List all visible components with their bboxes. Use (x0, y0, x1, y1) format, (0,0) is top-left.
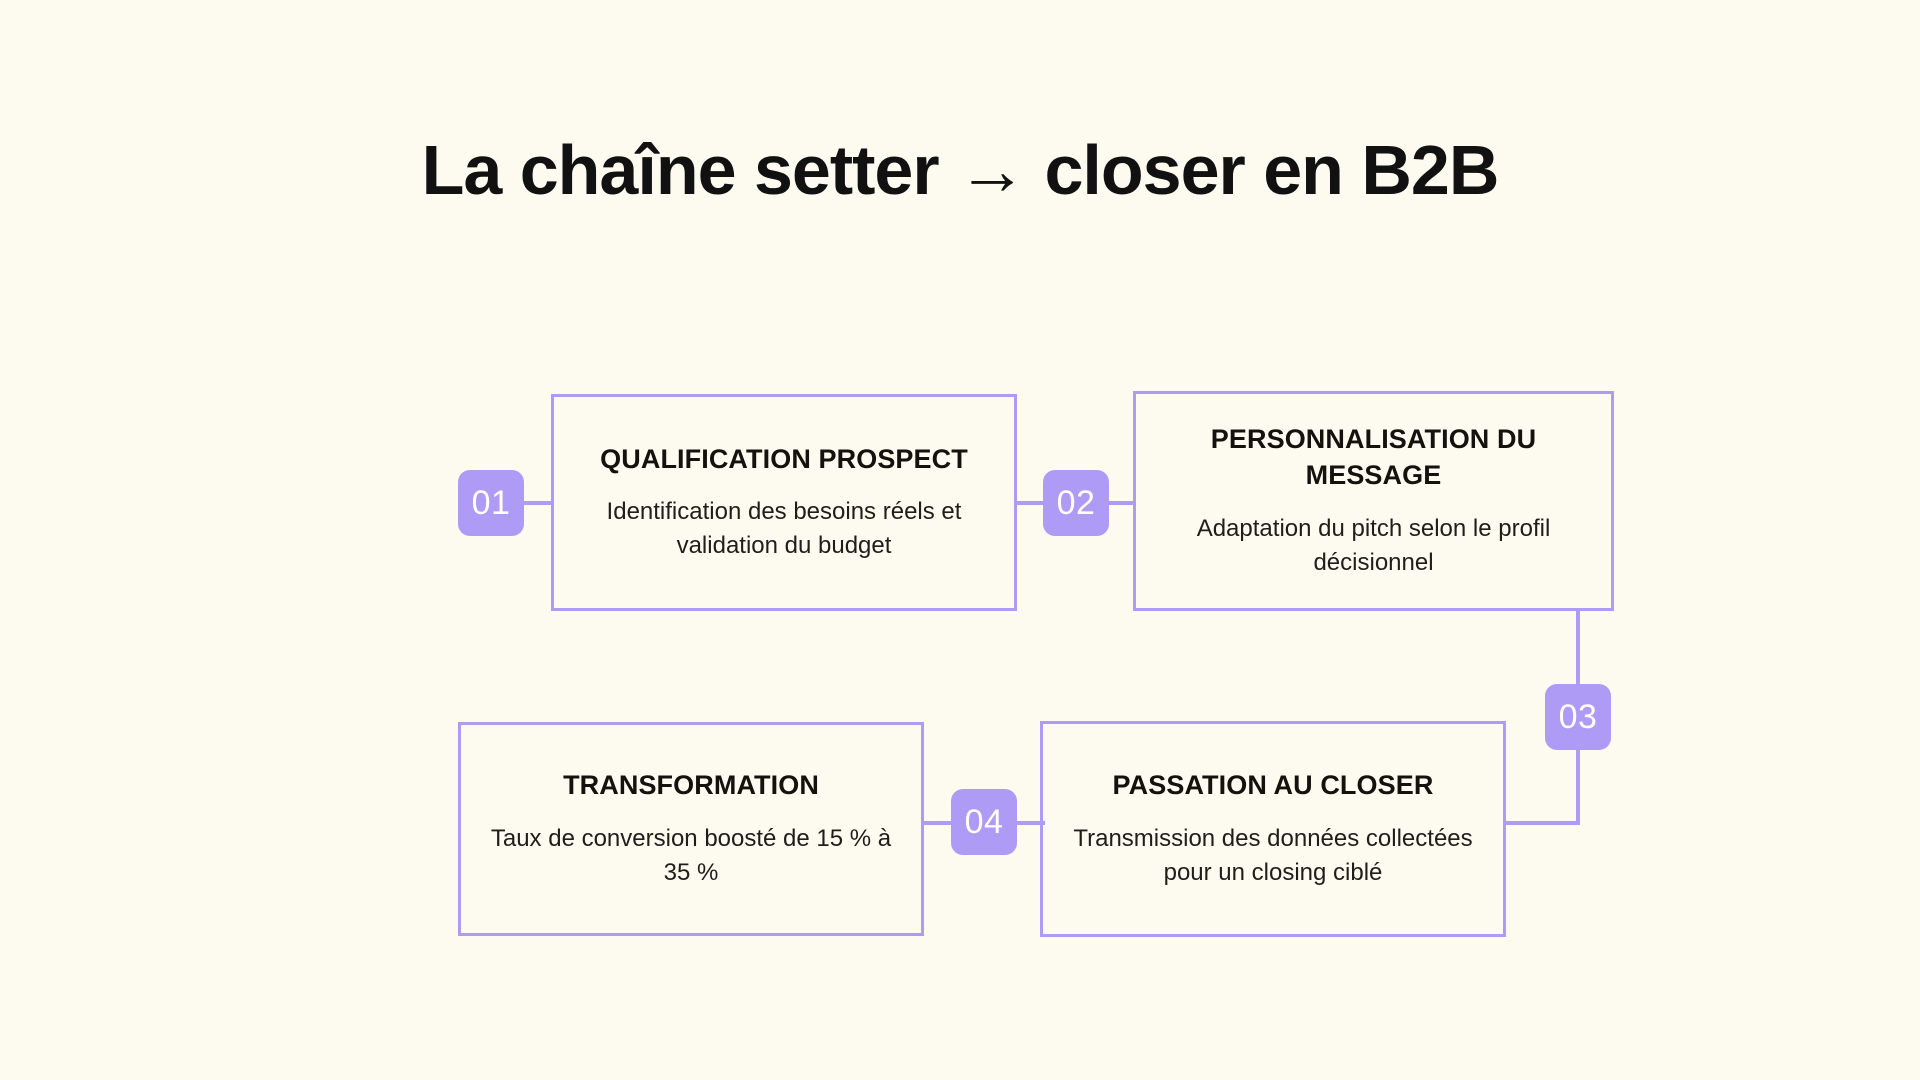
step-card-personnalisation-du-message[interactable]: PERSONNALISATION DU MESSAGE Adaptation d… (1133, 391, 1614, 611)
step-number-badge-03: 03 (1545, 684, 1611, 750)
connector-step2-to-badge03 (1576, 609, 1580, 686)
connector-badge02-to-step2 (1107, 501, 1135, 505)
step-description: Identification des besoins réels et vali… (606, 498, 962, 560)
connector-step1-to-badge02 (1014, 501, 1045, 505)
page-title: La chaîne setter → closer en B2B (421, 130, 1500, 209)
step-number-badge-04: 04 (951, 789, 1017, 855)
step-title: PERSONNALISATION DU MESSAGE (1210, 424, 1537, 490)
connector-badge03-down (1576, 748, 1580, 825)
connector-badge04-to-step4 (921, 821, 953, 825)
step-title: TRANSFORMATION (563, 770, 819, 801)
step-card-qualification-prospect[interactable]: QUALIFICATION PROSPECT Identification de… (551, 394, 1017, 611)
connector-badge03-to-step3 (1504, 821, 1580, 825)
step-description: Adaptation du pitch selon le profil déci… (1196, 514, 1551, 576)
step-card-transformation[interactable]: TRANSFORMATION Taux de conversion boosté… (458, 722, 924, 936)
connector-badge01-to-step1 (524, 501, 553, 505)
step-description: Transmission des données collectées pour… (1073, 824, 1473, 886)
step-title: PASSATION AU CLOSER (1112, 770, 1434, 801)
step-number-badge-02: 02 (1043, 470, 1109, 536)
step-card-passation-au-closer[interactable]: PASSATION AU CLOSER Transmission des don… (1040, 721, 1506, 937)
step-number-badge-01: 01 (458, 470, 524, 536)
step-title: QUALIFICATION PROSPECT (600, 443, 968, 474)
step-description: Taux de conversion boosté de 15 % à 35 % (490, 824, 892, 886)
connector-step3-to-badge04 (1015, 821, 1045, 825)
